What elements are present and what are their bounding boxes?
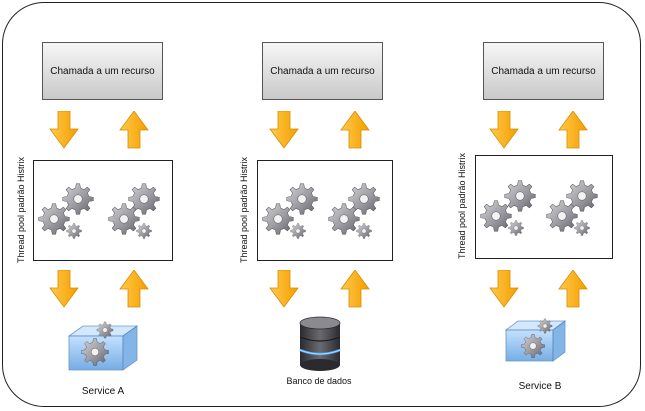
- thread-pool-label: Thread pool padrão Histrix: [239, 156, 249, 264]
- call-resource-box: Chamada a um recurso: [42, 42, 163, 100]
- arrow-down-icon: [489, 111, 519, 149]
- arrow-up-icon: [119, 111, 149, 149]
- arrow-down-icon: [49, 111, 79, 149]
- thread-pool-label: Thread pool padrão Histrix: [457, 152, 467, 260]
- arrow-down-icon: [489, 270, 519, 308]
- gears-icon: [262, 183, 380, 239]
- call-resource-label: Chamada a um recurso: [50, 65, 155, 77]
- gears-icon: [480, 180, 598, 236]
- database-icon: [299, 316, 341, 371]
- thread-pool-label: Thread pool padrão Histrix: [16, 156, 26, 264]
- resource-label: Service A: [81, 386, 125, 397]
- resource-label: Banco de dados: [286, 376, 352, 386]
- arrow-down-icon: [49, 270, 79, 308]
- arrow-up-icon: [340, 270, 370, 308]
- gears-icon: [38, 183, 160, 239]
- thread-pool-box: [257, 160, 393, 261]
- call-resource-label: Chamada a um recurso: [491, 65, 596, 77]
- arrow-up-icon: [558, 270, 588, 308]
- service-cube-icon: [504, 318, 567, 362]
- arrow-down-icon: [269, 111, 299, 149]
- service-cube-icon: [67, 321, 139, 371]
- arrow-up-icon: [119, 270, 149, 308]
- call-resource-box: Chamada a um recurso: [262, 42, 383, 100]
- resource-label: Service B: [518, 381, 562, 392]
- call-resource-box: Chamada a um recurso: [483, 42, 604, 100]
- thread-pool-box: [475, 155, 613, 259]
- call-resource-label: Chamada a um recurso: [270, 65, 375, 77]
- arrow-up-icon: [340, 111, 370, 149]
- thread-pool-box: [33, 160, 173, 261]
- arrow-up-icon: [558, 111, 588, 149]
- arrow-down-icon: [269, 270, 299, 308]
